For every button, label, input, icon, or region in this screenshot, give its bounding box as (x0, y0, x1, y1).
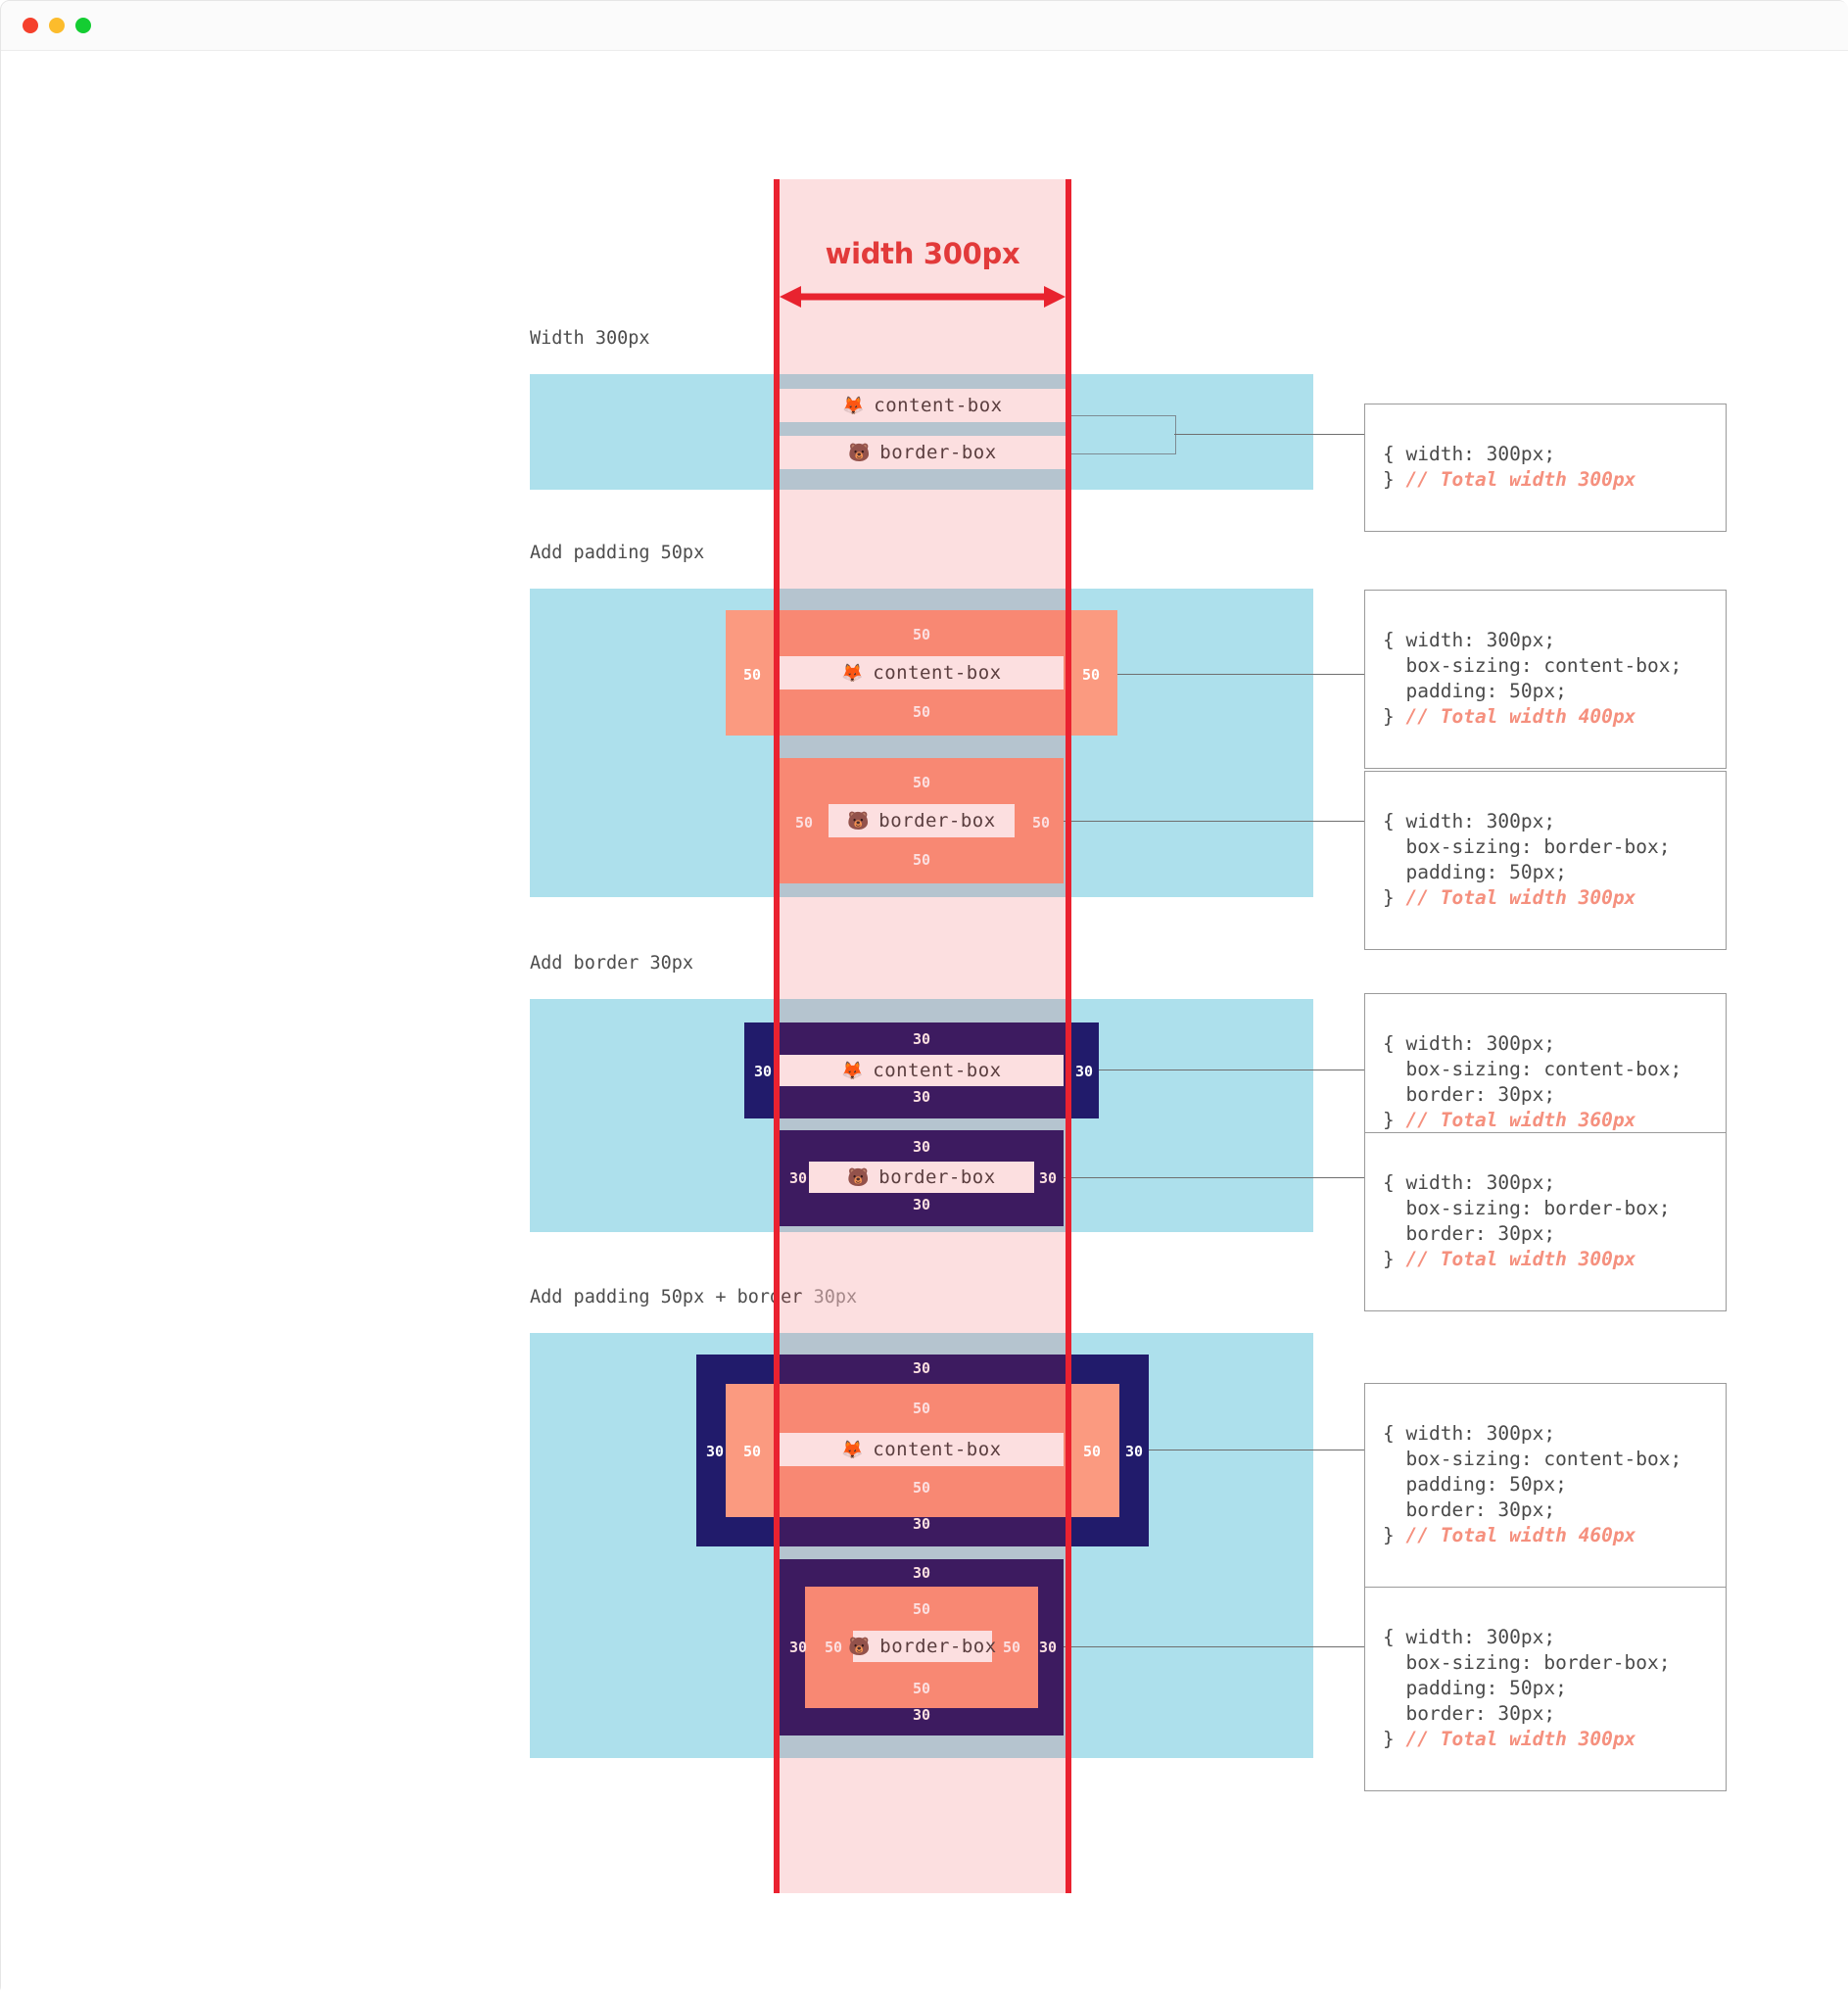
leader-line-2 (1117, 674, 1364, 675)
code-comment: // Total width 300px (1405, 1728, 1636, 1750)
border-box-strip-4: 🐻 border-box (848, 1631, 996, 1662)
code-card-1: { width: 300px; } // Total width 300px (1364, 404, 1727, 532)
code-line: { width: 300px; (1383, 443, 1556, 465)
fox-icon: 🦊 (841, 1060, 865, 1081)
bear-icon: 🐻 (848, 442, 872, 463)
section-heading-padding-50: Add padding 50px (530, 543, 705, 563)
code-card-6: { width: 300px; box-sizing: content-box;… (1364, 1383, 1727, 1588)
code-line: padding: 50px; (1383, 861, 1567, 883)
diagram-canvas: Width 300px 🦊 content-box 🐻 border-box {… (1, 51, 1848, 1997)
border-box-label: border-box (878, 810, 996, 832)
code-close: } (1383, 705, 1395, 728)
content-box-strip-1: 🦊 content-box (780, 389, 1066, 422)
leader-line-3 (1064, 821, 1364, 822)
section-heading-border-30: Add border 30px (530, 953, 694, 974)
section-heading-suffix: 30px (813, 1287, 858, 1308)
content-box-label: content-box (873, 662, 1002, 684)
code-line: { width: 300px; (1383, 1626, 1556, 1648)
section-heading-padding-border: Add padding 50px + border 30px (530, 1287, 857, 1308)
maximize-button-icon[interactable] (75, 18, 91, 33)
section-heading-width-300: Width 300px (530, 328, 650, 349)
code-line: box-sizing: border-box; (1383, 835, 1671, 858)
code-comment: // Total width 360px (1405, 1109, 1636, 1131)
width-double-arrow-icon (780, 286, 1066, 308)
code-line: box-sizing: content-box; (1383, 1058, 1682, 1080)
leader-line-7 (1064, 1646, 1364, 1647)
code-line: border: 30px; (1383, 1222, 1556, 1245)
code-comment: // Total width 300px (1405, 1248, 1636, 1270)
code-line: box-sizing: border-box; (1383, 1197, 1671, 1219)
border-box-label: border-box (879, 1636, 997, 1657)
content-box-label: content-box (874, 395, 1003, 416)
bear-icon: 🐻 (848, 1636, 872, 1657)
content-box-label: content-box (873, 1439, 1002, 1460)
traffic-light-group (23, 18, 91, 33)
code-close: } (1383, 886, 1395, 909)
code-line: padding: 50px; (1383, 680, 1567, 702)
code-comment: // Total width 300px (1405, 886, 1636, 909)
code-line: padding: 50px; (1383, 1473, 1567, 1496)
border-box-strip-3: 🐻 border-box (809, 1162, 1034, 1193)
window-titlebar (1, 1, 1848, 51)
code-line: padding: 50px; (1383, 1677, 1567, 1699)
code-close: } (1383, 1728, 1395, 1750)
border-box-strip-1: 🐻 border-box (780, 436, 1066, 469)
code-close: } (1383, 1109, 1395, 1131)
code-comment: // Total width 460px (1405, 1524, 1636, 1546)
code-card-7: { width: 300px; box-sizing: border-box; … (1364, 1587, 1727, 1791)
code-line: border: 30px; (1383, 1498, 1556, 1521)
content-box-strip-4: 🦊 content-box (780, 1433, 1064, 1466)
code-line: border: 30px; (1383, 1083, 1556, 1106)
code-card-3: { width: 300px; box-sizing: border-box; … (1364, 771, 1727, 950)
code-comment: // Total width 300px (1405, 468, 1636, 491)
code-line: box-sizing: content-box; (1383, 654, 1682, 677)
code-line: box-sizing: border-box; (1383, 1651, 1671, 1674)
border-box-label: border-box (878, 1166, 996, 1188)
code-close: } (1383, 1248, 1395, 1270)
code-close: } (1383, 468, 1395, 491)
code-line: { width: 300px; (1383, 629, 1556, 651)
code-line: { width: 300px; (1383, 1032, 1556, 1055)
width-guide-title: width 300px (825, 237, 1020, 270)
code-line: { width: 300px; (1383, 810, 1556, 832)
fox-icon: 🦊 (841, 662, 865, 684)
code-line: { width: 300px; (1383, 1422, 1556, 1445)
fox-icon: 🦊 (841, 1439, 865, 1460)
fox-icon: 🦊 (842, 395, 866, 416)
bear-icon: 🐻 (847, 810, 871, 832)
code-card-2: { width: 300px; box-sizing: content-box;… (1364, 590, 1727, 769)
code-line: { width: 300px; (1383, 1171, 1556, 1194)
leader-line-5 (1064, 1177, 1364, 1178)
content-box-label: content-box (873, 1060, 1002, 1081)
content-box-strip-3: 🦊 content-box (780, 1055, 1064, 1086)
leader-bracket-1 (1068, 415, 1176, 454)
content-box-strip-2: 🦊 content-box (780, 656, 1064, 689)
code-card-5: { width: 300px; box-sizing: border-box; … (1364, 1132, 1727, 1311)
code-comment: // Total width 400px (1405, 705, 1636, 728)
section-heading-main: Add padding 50px + border (530, 1287, 814, 1308)
code-close: } (1383, 1524, 1395, 1546)
border-box-label: border-box (879, 442, 997, 463)
bear-icon: 🐻 (847, 1166, 871, 1188)
close-button-icon[interactable] (23, 18, 38, 33)
border-box-strip-2: 🐻 border-box (829, 804, 1015, 837)
code-line: border: 30px; (1383, 1702, 1556, 1725)
leader-line-1 (1174, 434, 1364, 435)
code-line: box-sizing: content-box; (1383, 1448, 1682, 1470)
minimize-button-icon[interactable] (49, 18, 65, 33)
